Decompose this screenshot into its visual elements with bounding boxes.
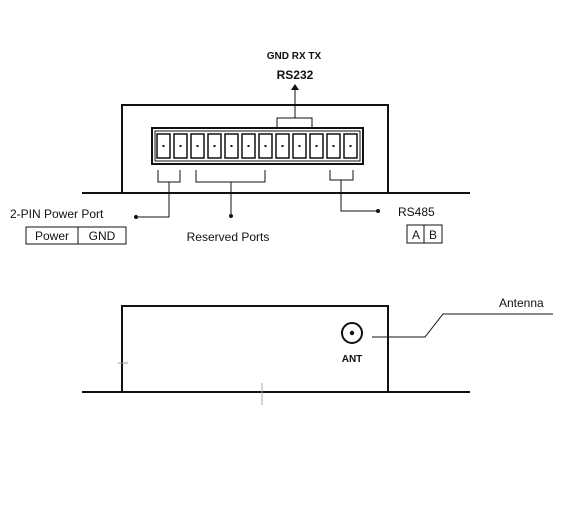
terminal-pin-screw [196,145,199,147]
side-view: ANT Antenna [82,296,553,405]
antenna-leader [372,313,553,338]
rs485-leader [340,180,376,212]
power-table-power: Power [35,229,69,243]
antenna-label: Antenna [499,296,544,310]
terminal-pin-screw [179,145,182,147]
terminal-pin-screw [281,145,284,147]
device-body-side [121,305,389,393]
rs485-label: RS485 [398,205,435,219]
rs232-arrow [291,84,299,90]
terminal-pin-screw [349,145,352,147]
terminal-pin-screw [332,145,335,147]
top-view: GND RX TX RS232 2-PIN Power Port Power G… [10,51,470,245]
terminal-pin-screw [162,145,165,147]
rs232-label: RS232 [277,68,314,82]
terminal-pin-screw [230,145,233,147]
power-port-label: 2-PIN Power Port [10,207,104,221]
terminal-block-inner [154,130,361,162]
antenna-connector-center [349,330,355,336]
power-table [25,226,127,245]
reserved-dot [229,214,233,218]
rs485-table-a: A [412,228,420,242]
rs232-pins-label: GND RX TX [267,51,322,62]
terminal-pin-screw [298,145,301,147]
terminal-pin-screw [213,145,216,147]
terminal-pin-screw [315,145,318,147]
terminal-pins [156,133,358,159]
power-port-leader [138,182,170,218]
terminal-pin-screw [264,145,267,147]
reserved-label: Reserved Ports [187,230,270,244]
terminal-pin-screw [247,145,250,147]
rs485-dot [376,209,380,213]
power-table-gnd: GND [89,229,116,243]
ant-label: ANT [342,354,363,365]
rs485-table-b: B [429,228,437,242]
power-port-dot [134,215,138,219]
